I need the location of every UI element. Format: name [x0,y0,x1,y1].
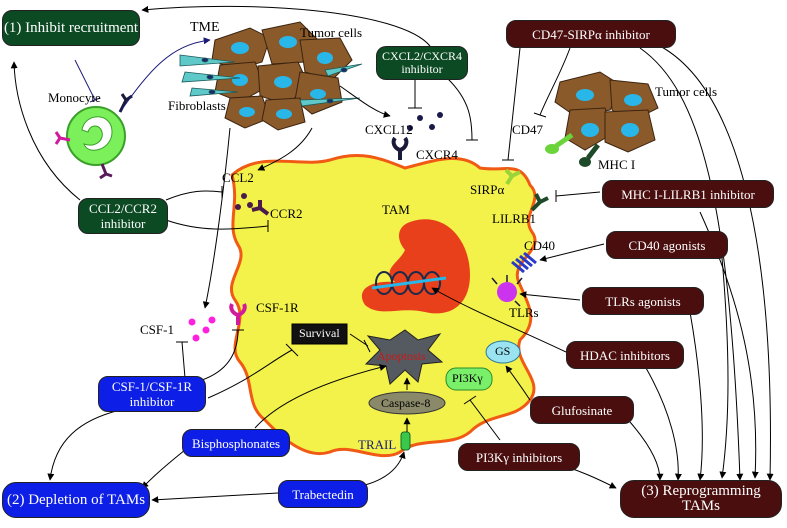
reprogramming-box: (3) Reprogramming TAMs [620,480,782,518]
glufosinate-box: Glufosinate [530,396,634,424]
inhibit-recruitment-box: (1) Inhibit recruitment [2,10,140,46]
caspase8-label: Caspase-8 [381,396,431,410]
cxcl2-cxcr4-inhibitor-box: CXCL2/CXCR4 inhibitor [376,46,468,80]
monocyte-label: Monocyte [48,90,101,105]
mhc-lilrb1-inhibitor-label: MHC I-LILRB1 inhibitor [621,186,755,202]
trabectedin-label: Trabectedin [292,486,354,502]
cxcr4-receptor [391,136,409,160]
hdac-inhibitors-label: HDAC inhibitors [580,347,670,363]
csf1r-label: CSF-1R [256,300,299,315]
caspase8-ellipse [368,391,446,415]
depletion-label: (2) Depletion of TAMs [6,491,146,508]
cd47-sirpa-inhibitor-label: CD47-SIRPα inhibitor [532,26,650,42]
apoptosis-label: Apoptosis [377,349,426,363]
csf1-csf1r-inhibitor-box: CSF-1/CSF-1R inhibitor [98,376,206,412]
gs-label: GS [495,344,511,358]
fibroblasts-shapes [179,54,363,107]
inhibit-recruitment-label: (1) Inhibit recruitment [3,19,139,36]
sirpa-label: SIRPα [470,182,505,197]
glufosinate-label: Glufosinate [551,402,613,418]
lilrb1-label: LILRB1 [492,211,537,226]
ccr2-receptor [251,200,270,216]
tlrs-label: TLRs [509,305,539,320]
cxcl2-cxcr4-line2: inhibitor [401,62,443,76]
csf1-label: CSF-1 [140,322,174,337]
cxcr4-label: CXCR4 [416,147,458,162]
pi3k-inhibitors-label: PI3Kγ inhibitors [475,449,563,465]
cd40-agonists-box: CD40 agonists [606,231,728,259]
ccl2-dots [235,193,253,210]
fibroblasts-label: Fibroblasts [168,98,226,113]
tam-nucleus [361,219,470,314]
survival-label: Survival [299,326,340,340]
pi3k-label: PI3Kγ [452,371,483,385]
ccl2-label: CCL2 [222,170,254,185]
monocyte-shape [54,93,133,180]
tumor-cells-top-label: Tumor cells [300,25,362,40]
tlrs-agonists-box: TLRs agonists [582,287,704,315]
apoptosis-star [364,329,444,385]
pi3k-inhibitors-box: PI3Kγ inhibitors [458,443,580,471]
cd40-agonists-label: CD40 agonists [628,237,706,253]
bisphosphonates-label: Bisphosphonates [191,435,281,451]
csf1-csf1r-line2: inhibitor [129,394,175,409]
hdac-inhibitors-box: HDAC inhibitors [566,341,684,369]
cd47-sirpa-inhibitor-box: CD47-SIRPα inhibitor [506,20,676,48]
ccr2-label: CCR2 [270,206,303,221]
tumor-cluster-top [211,21,353,131]
mhc-lilrb1-inhibitor-box: MHC I-LILRB1 inhibitor [602,180,774,208]
bisphosphonates-box: Bisphosphonates [182,429,290,457]
ccl2-ccr2-line1: CCL2/CCR2 [89,201,157,216]
tlrs-receptor [491,275,523,307]
csf1r-receptor [229,303,247,325]
trail-label: TRAIL [358,437,397,452]
cd47-label: CD47 [512,122,544,137]
survival-box [291,323,348,345]
tme-label: TME [190,20,220,35]
lilrb1-receptor [530,193,549,212]
sirpa-receptor [504,168,521,186]
cd47-shape [545,132,574,154]
pi3k-box [445,367,493,391]
dna-helix [371,271,447,295]
cxcl12-label: CXCL12 [365,122,413,137]
tlrs-agonists-label: TLRs agonists [605,293,681,309]
mhc1-label: MHC I [598,157,636,172]
reprogramming-label: (3) Reprogramming TAMs [641,483,761,514]
depletion-box: (2) Depletion of TAMs [2,482,150,518]
ccl2-ccr2-inhibitor-box: CCL2/CCR2 inhibitor [78,198,168,234]
csf1-dots [188,316,216,342]
trail-receptor [400,431,411,451]
cxcl12-dots [407,112,443,131]
csf1-csf1r-line1: CSF-1/CSF-1R [111,379,193,394]
cd40-label: CD40 [524,238,556,253]
cd40-receptor [511,251,537,274]
tumor-cells-right-label: Tumor cells [655,84,717,99]
cxcl2-cxcr4-line1: CXCL2/CXCR4 [381,49,462,63]
ccl2-ccr2-line2: inhibitor [100,216,146,231]
tumor-cluster-right [554,71,659,153]
mhc1-shape [579,143,600,167]
tam-label: TAM [382,202,410,217]
trabectedin-box: Trabectedin [278,480,368,508]
gs-ellipse [485,340,521,364]
